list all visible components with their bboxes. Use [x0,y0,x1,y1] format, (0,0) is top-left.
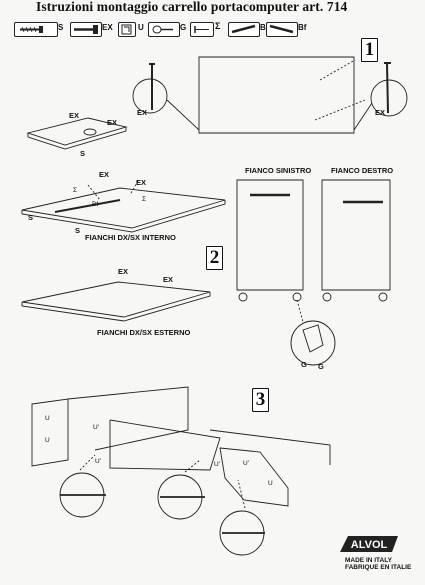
legend-label: Σ [215,21,221,31]
label-u-prime: U' [93,424,99,431]
label-u: U [45,415,50,422]
detail-circle-left [132,78,168,114]
made-line-1: MADE IN ITALY [345,557,392,564]
label-g: G [301,360,307,369]
screwdriver-icon [384,62,391,114]
label-ex: EX [118,267,129,276]
screwdriver-icon [149,63,155,110]
label-fianco-destro: FIANCO DESTRO [331,166,394,175]
legend-item-rail-bf: Bf [266,20,312,38]
step-number-2: 2 [206,246,223,270]
label-ex: EX [69,111,80,120]
fianchi-interno-panel [21,187,226,229]
right-side-panel [219,447,289,507]
label-bf: Bf [92,201,99,208]
label-u: U [268,480,273,487]
rail-icon [228,22,260,37]
label-fianco-sinistro: FIANCO SINISTRO [245,166,312,175]
step-number-1: 1 [361,38,378,62]
back-panel [109,419,221,471]
legend-label: Bf [298,23,307,32]
legend-label: U [138,23,144,32]
made-line-2: FABRIQUE EN ITALIE [345,564,412,571]
legend-label: S [58,23,64,32]
fianco-sinistro [236,179,304,291]
left-side-panel [31,398,69,467]
detail-circle-dowel [290,320,336,366]
fianco-destro [321,179,391,291]
label-sigma: Σ [142,196,147,203]
legend-item-dowel-g: G [148,20,188,38]
step-number-3: 3 [252,388,269,412]
legend-label: Be [260,23,270,32]
dowel-icon [148,22,180,37]
parts-legend: S EX U G Σ [14,20,414,40]
label-u-prime: U' [214,461,220,468]
label-ex: EX [375,108,386,117]
label-u-prime: U' [95,458,101,465]
alvol-logo: ALVOL [338,534,402,554]
made-in-italy: MADE IN ITALY FABRIQUE EN ITALIE [345,557,411,571]
legend-item-bolt-ex: EX [70,20,114,38]
label-u-prime: U' [243,460,249,467]
cam-lock-icon [118,22,136,37]
fianchi-esterno-panel [21,281,211,318]
label-ex: EX [107,118,118,127]
legend-item-rail-be: Be [228,20,274,38]
rail-icon [266,22,298,37]
label-s: S [80,149,86,158]
legend-item-cam-u: U [118,20,146,38]
label-u: U [45,437,50,444]
label-ex: EX [137,108,148,117]
pin-icon [190,22,214,37]
top-panel [198,56,355,134]
label-fianchi-esterno: FIANCHI DX/SX ESTERNO [97,328,191,337]
legend-label: G [180,23,187,32]
legend-item-screw-s: S [14,20,63,38]
label-s: S [75,226,81,235]
label-ex: EX [99,170,110,179]
bolt-icon [70,22,102,37]
page-title: Istruzioni montaggio carrello portacompu… [36,0,348,14]
svg-text:ALVOL: ALVOL [351,539,388,551]
label-fianchi-interno: FIANCHI DX/SX INTERNO [85,233,176,242]
screw-icon [14,22,58,37]
label-sigma: Σ [73,187,78,194]
legend-label: EX [102,23,113,32]
label-s: S [28,213,34,222]
label-ex: EX [136,178,147,187]
legend-item-pin-sigma: Σ [190,20,226,38]
label-ex: EX [163,275,174,284]
label-g: G [318,362,324,371]
detail-circle-right [370,79,408,117]
